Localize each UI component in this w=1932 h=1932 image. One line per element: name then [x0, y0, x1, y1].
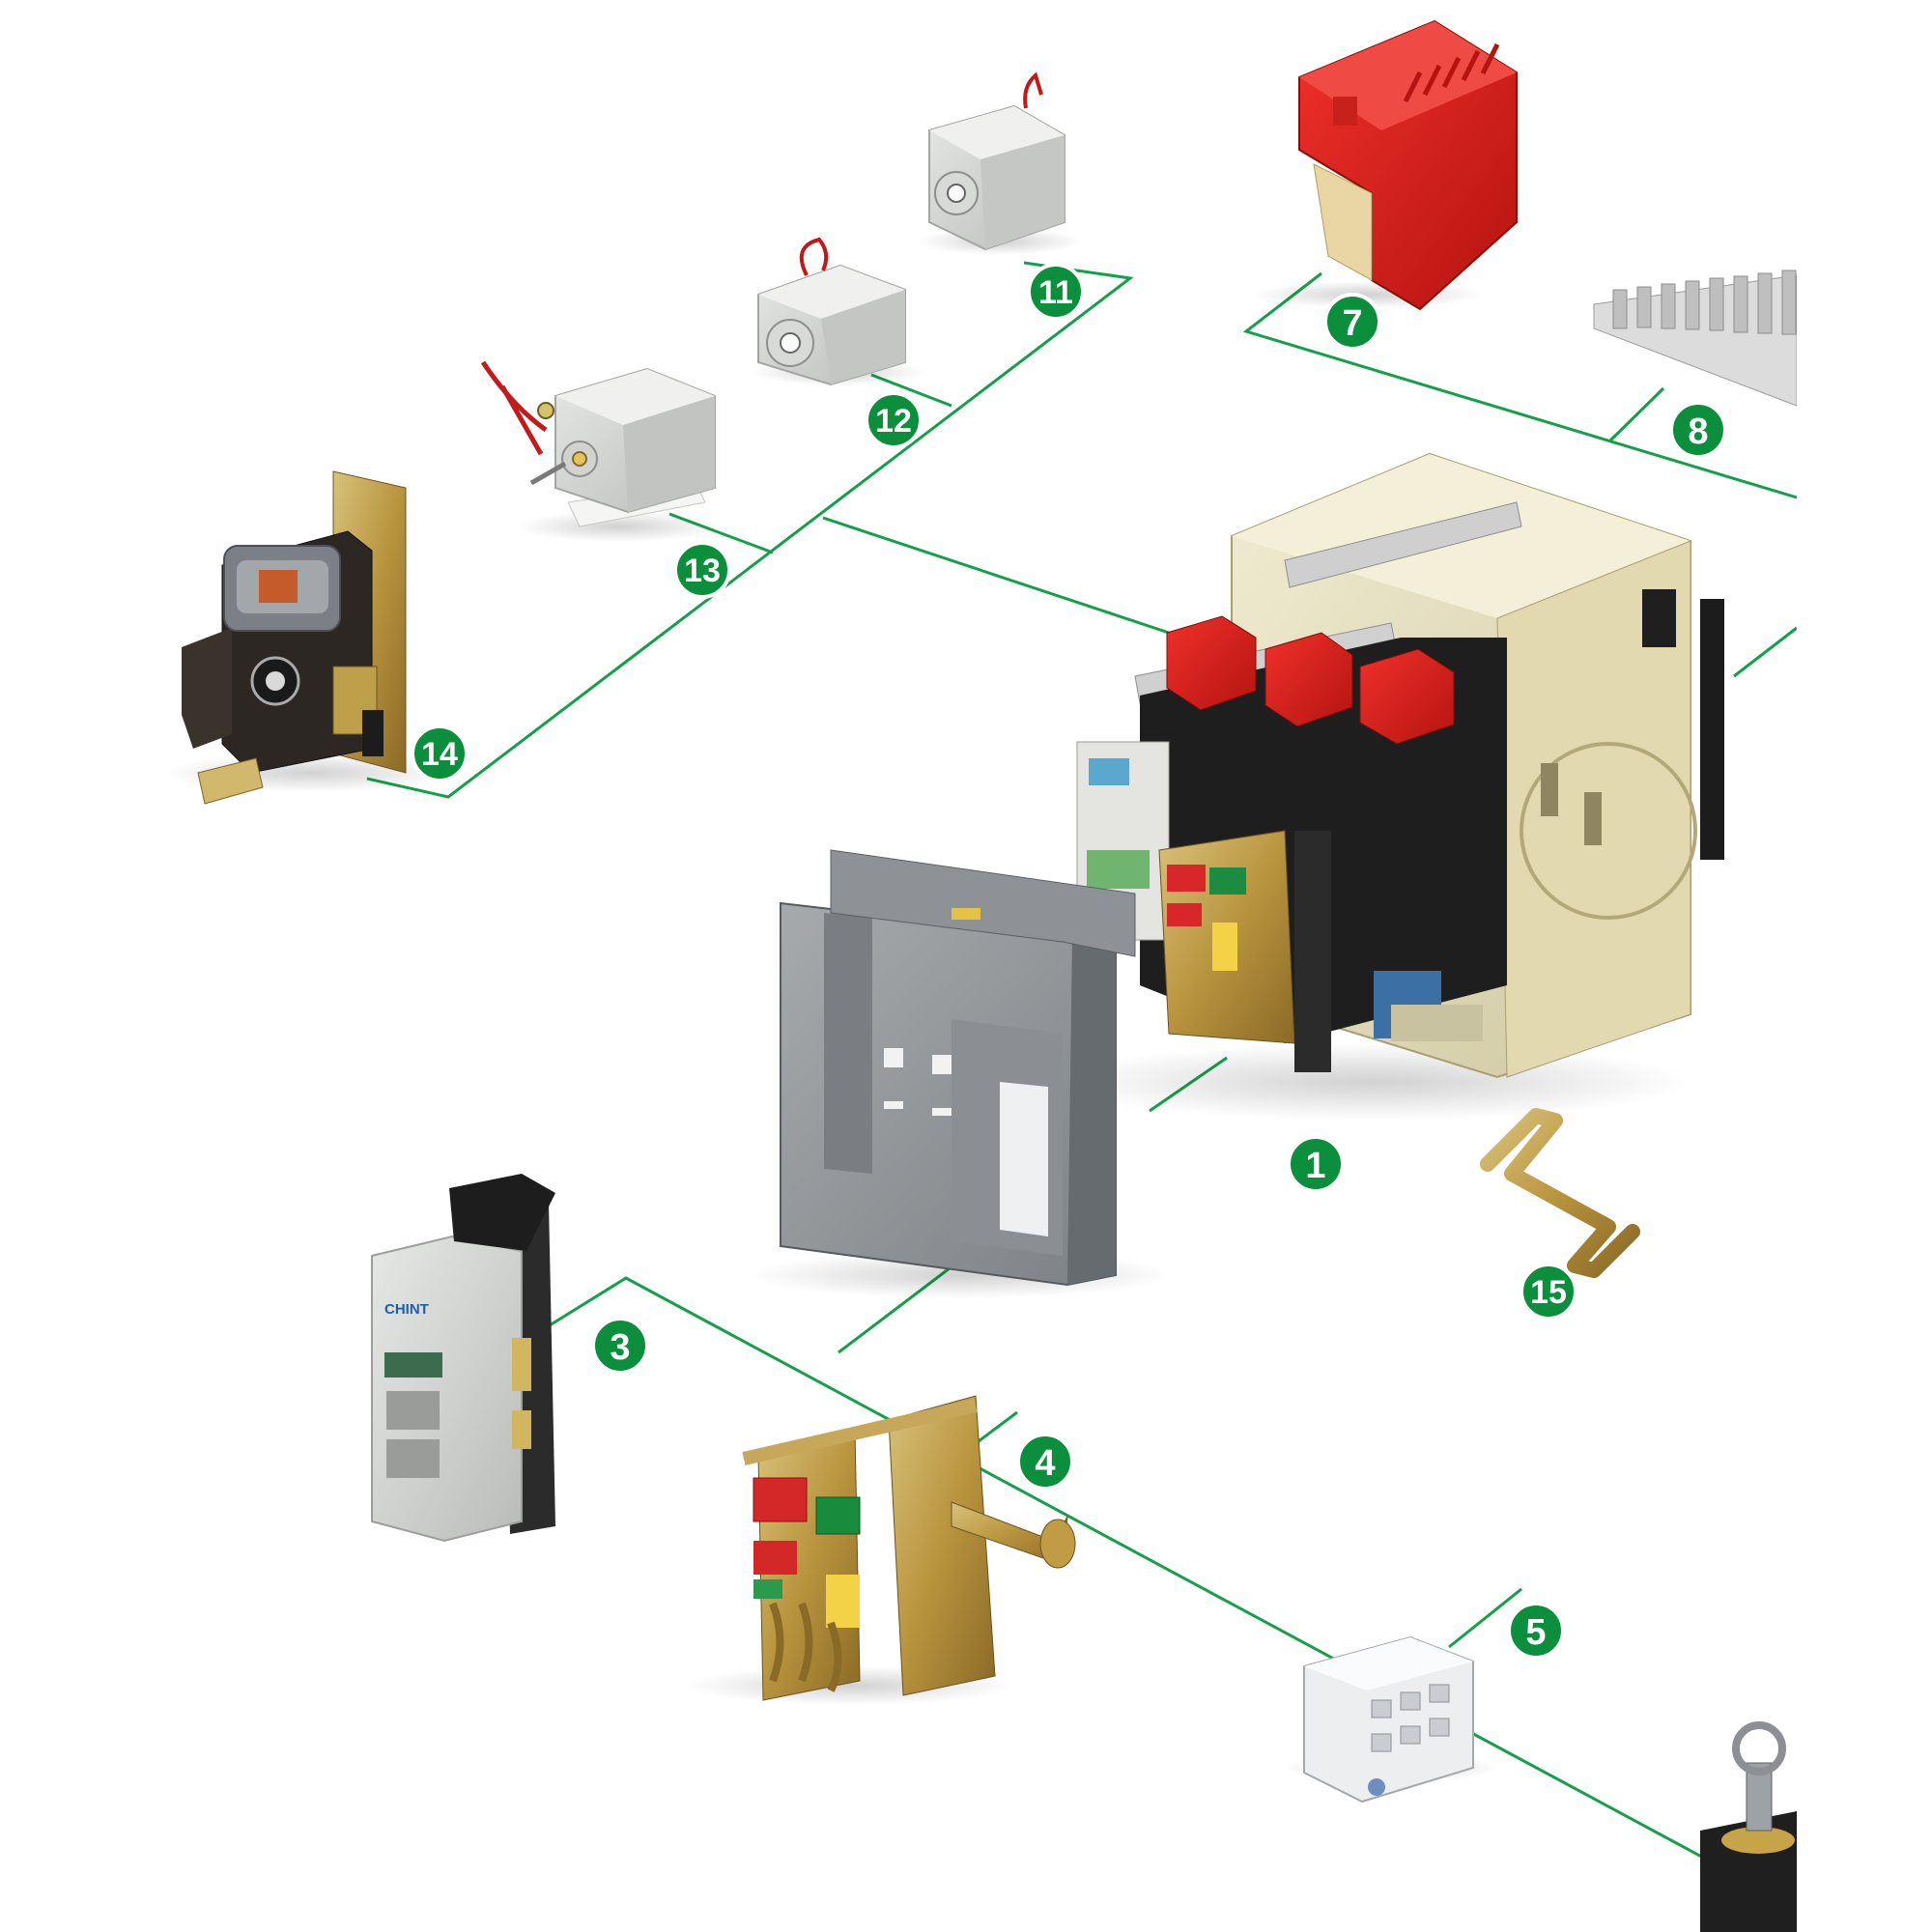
callout-5: 5 — [1507, 1602, 1565, 1660]
controller-brand-label: CHINT — [384, 1301, 429, 1318]
part-14-motor-operating-mechanism — [164, 470, 454, 805]
callout-15: 15 — [1520, 1263, 1577, 1321]
callout-label: 13 — [684, 553, 721, 589]
part-13-shunt-release — [480, 360, 720, 542]
callout-8: 8 — [1669, 401, 1727, 459]
callout-4: 4 — [1016, 1433, 1074, 1491]
part-1-breaker-body — [1053, 452, 1724, 1121]
callout-12: 12 — [865, 391, 923, 449]
callout-11: 11 — [1027, 263, 1085, 321]
callout-label: 1 — [1305, 1146, 1325, 1186]
callout-label: 8 — [1688, 412, 1708, 452]
callout-label: 5 — [1525, 1612, 1546, 1653]
callout-label: 15 — [1530, 1274, 1567, 1311]
part-4-operating-mechanism — [686, 1395, 1076, 1705]
leader-line-8 — [1607, 386, 1665, 443]
callout-1: 1 — [1287, 1135, 1345, 1193]
callout-13: 13 — [673, 541, 731, 599]
callout-label: 12 — [875, 403, 912, 440]
leader-line-to-breaker — [822, 516, 1184, 639]
part-5-auxiliary-switch — [1285, 1635, 1497, 1804]
callout-badges: 11 12 13 14 7 8 1 15 — [411, 263, 1727, 1660]
callout-label: 4 — [1035, 1443, 1055, 1484]
callout-3: 3 — [591, 1317, 649, 1375]
part-8-secondary-terminal-block — [1593, 270, 1798, 407]
part-key-lock — [1700, 1721, 1797, 1932]
leader-line-11 — [366, 261, 1134, 799]
leader-line-5 — [1448, 1587, 1522, 1649]
part-15-racking-handle — [1480, 1108, 1640, 1278]
part-12-undervoltage-release — [752, 237, 925, 386]
callout-label: 7 — [1342, 303, 1362, 344]
callout-label: 14 — [421, 736, 458, 773]
part-11-closing-coil — [918, 71, 1082, 255]
part-3-intelligent-controller: CHINT — [371, 1174, 555, 1543]
callout-label: 3 — [610, 1327, 630, 1368]
callout-label: 11 — [1038, 274, 1073, 311]
part-front-door-frame — [749, 849, 1174, 1298]
page-margin — [1797, 0, 1932, 1932]
part-7-arc-chute — [1251, 19, 1518, 311]
leader-line-right-edge — [1733, 626, 1798, 678]
leader-line-3 — [536, 1276, 1798, 1910]
callout-7: 7 — [1323, 293, 1381, 351]
callout-14: 14 — [411, 724, 469, 782]
